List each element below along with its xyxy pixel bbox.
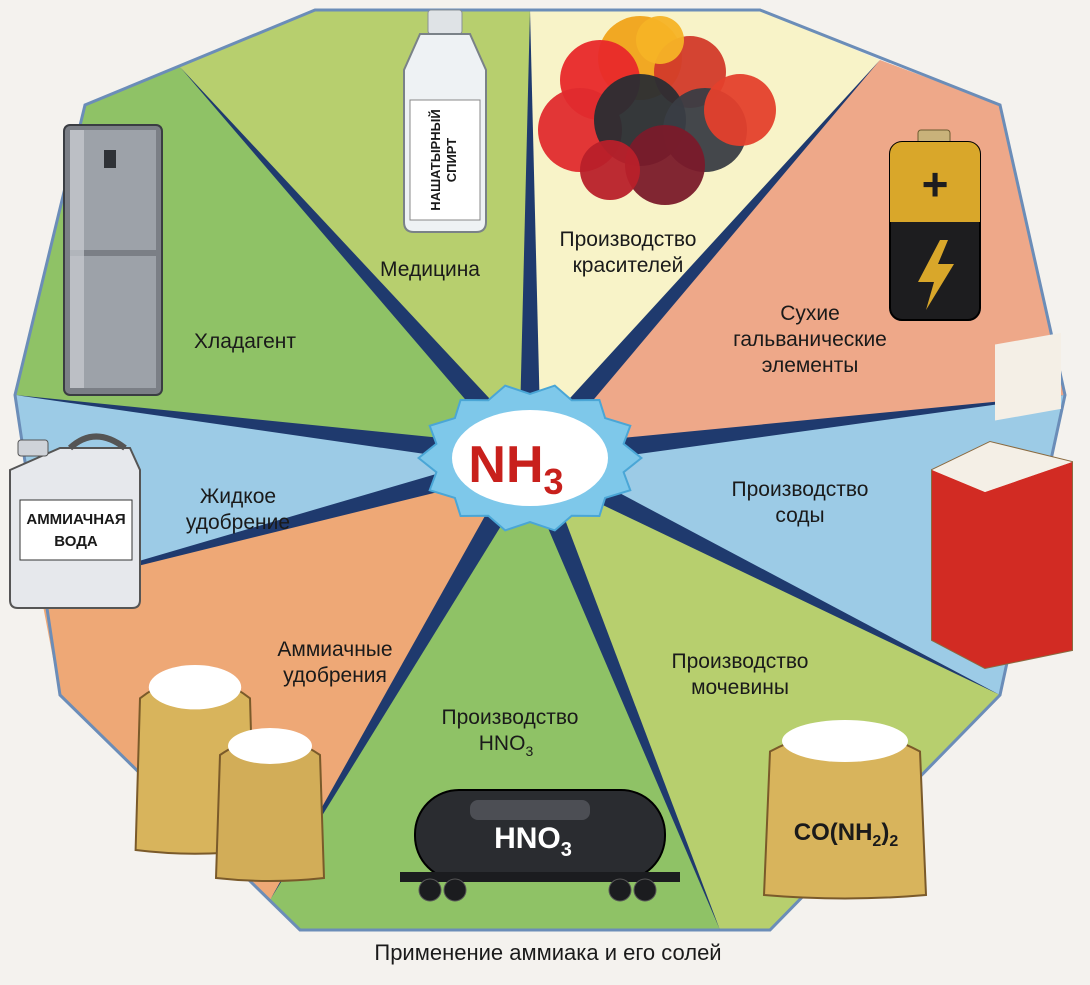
soda-box-icon [931, 332, 1073, 670]
spoke-6 [525, 448, 1000, 695]
label-refrigerant: Хладагент [194, 330, 296, 353]
center-badge: NH3 [416, 384, 644, 532]
spoke-3 [519, 10, 541, 458]
ammonia-spirit-bottle-icon: НАШАТЫРНЫЙСПИРТ [403, 9, 487, 233]
battery-icon: + [889, 129, 981, 321]
dye-powders-icon [538, 16, 776, 205]
spoke-5 [528, 395, 1065, 469]
ammonium-sacks-icon [134, 665, 326, 882]
spokes-layer [15, 10, 1065, 930]
bottle-label: НАШАТЫРНЫЙСПИРТ [428, 109, 459, 210]
spoke-7 [519, 453, 720, 930]
lightning-icon [918, 240, 954, 310]
spoke-2 [180, 67, 539, 466]
spoke-8 [270, 452, 540, 900]
wheel [633, 878, 657, 902]
spoke-1 [15, 395, 532, 469]
center-formula: NH3 [468, 436, 563, 502]
wheel [608, 878, 632, 902]
urea-sack-label: CO(NH2)2 [794, 819, 899, 850]
tank-label: HNO3 [494, 822, 572, 861]
wheel [418, 878, 442, 902]
refrigerator-icon [63, 124, 163, 396]
label-medicine: Медицина [380, 258, 480, 281]
spoke-9 [40, 447, 533, 590]
spoke-4 [521, 60, 880, 466]
urea-sack-icon: CO(NH2)2 [762, 720, 928, 900]
center-ellipse [452, 410, 608, 506]
outer-border [13, 8, 1067, 932]
wheel [443, 878, 467, 902]
figure-caption: Применение аммиака и его солей [374, 940, 721, 965]
tank-car-icon: HNO3 [400, 789, 680, 902]
plus-icon: + [922, 158, 949, 210]
